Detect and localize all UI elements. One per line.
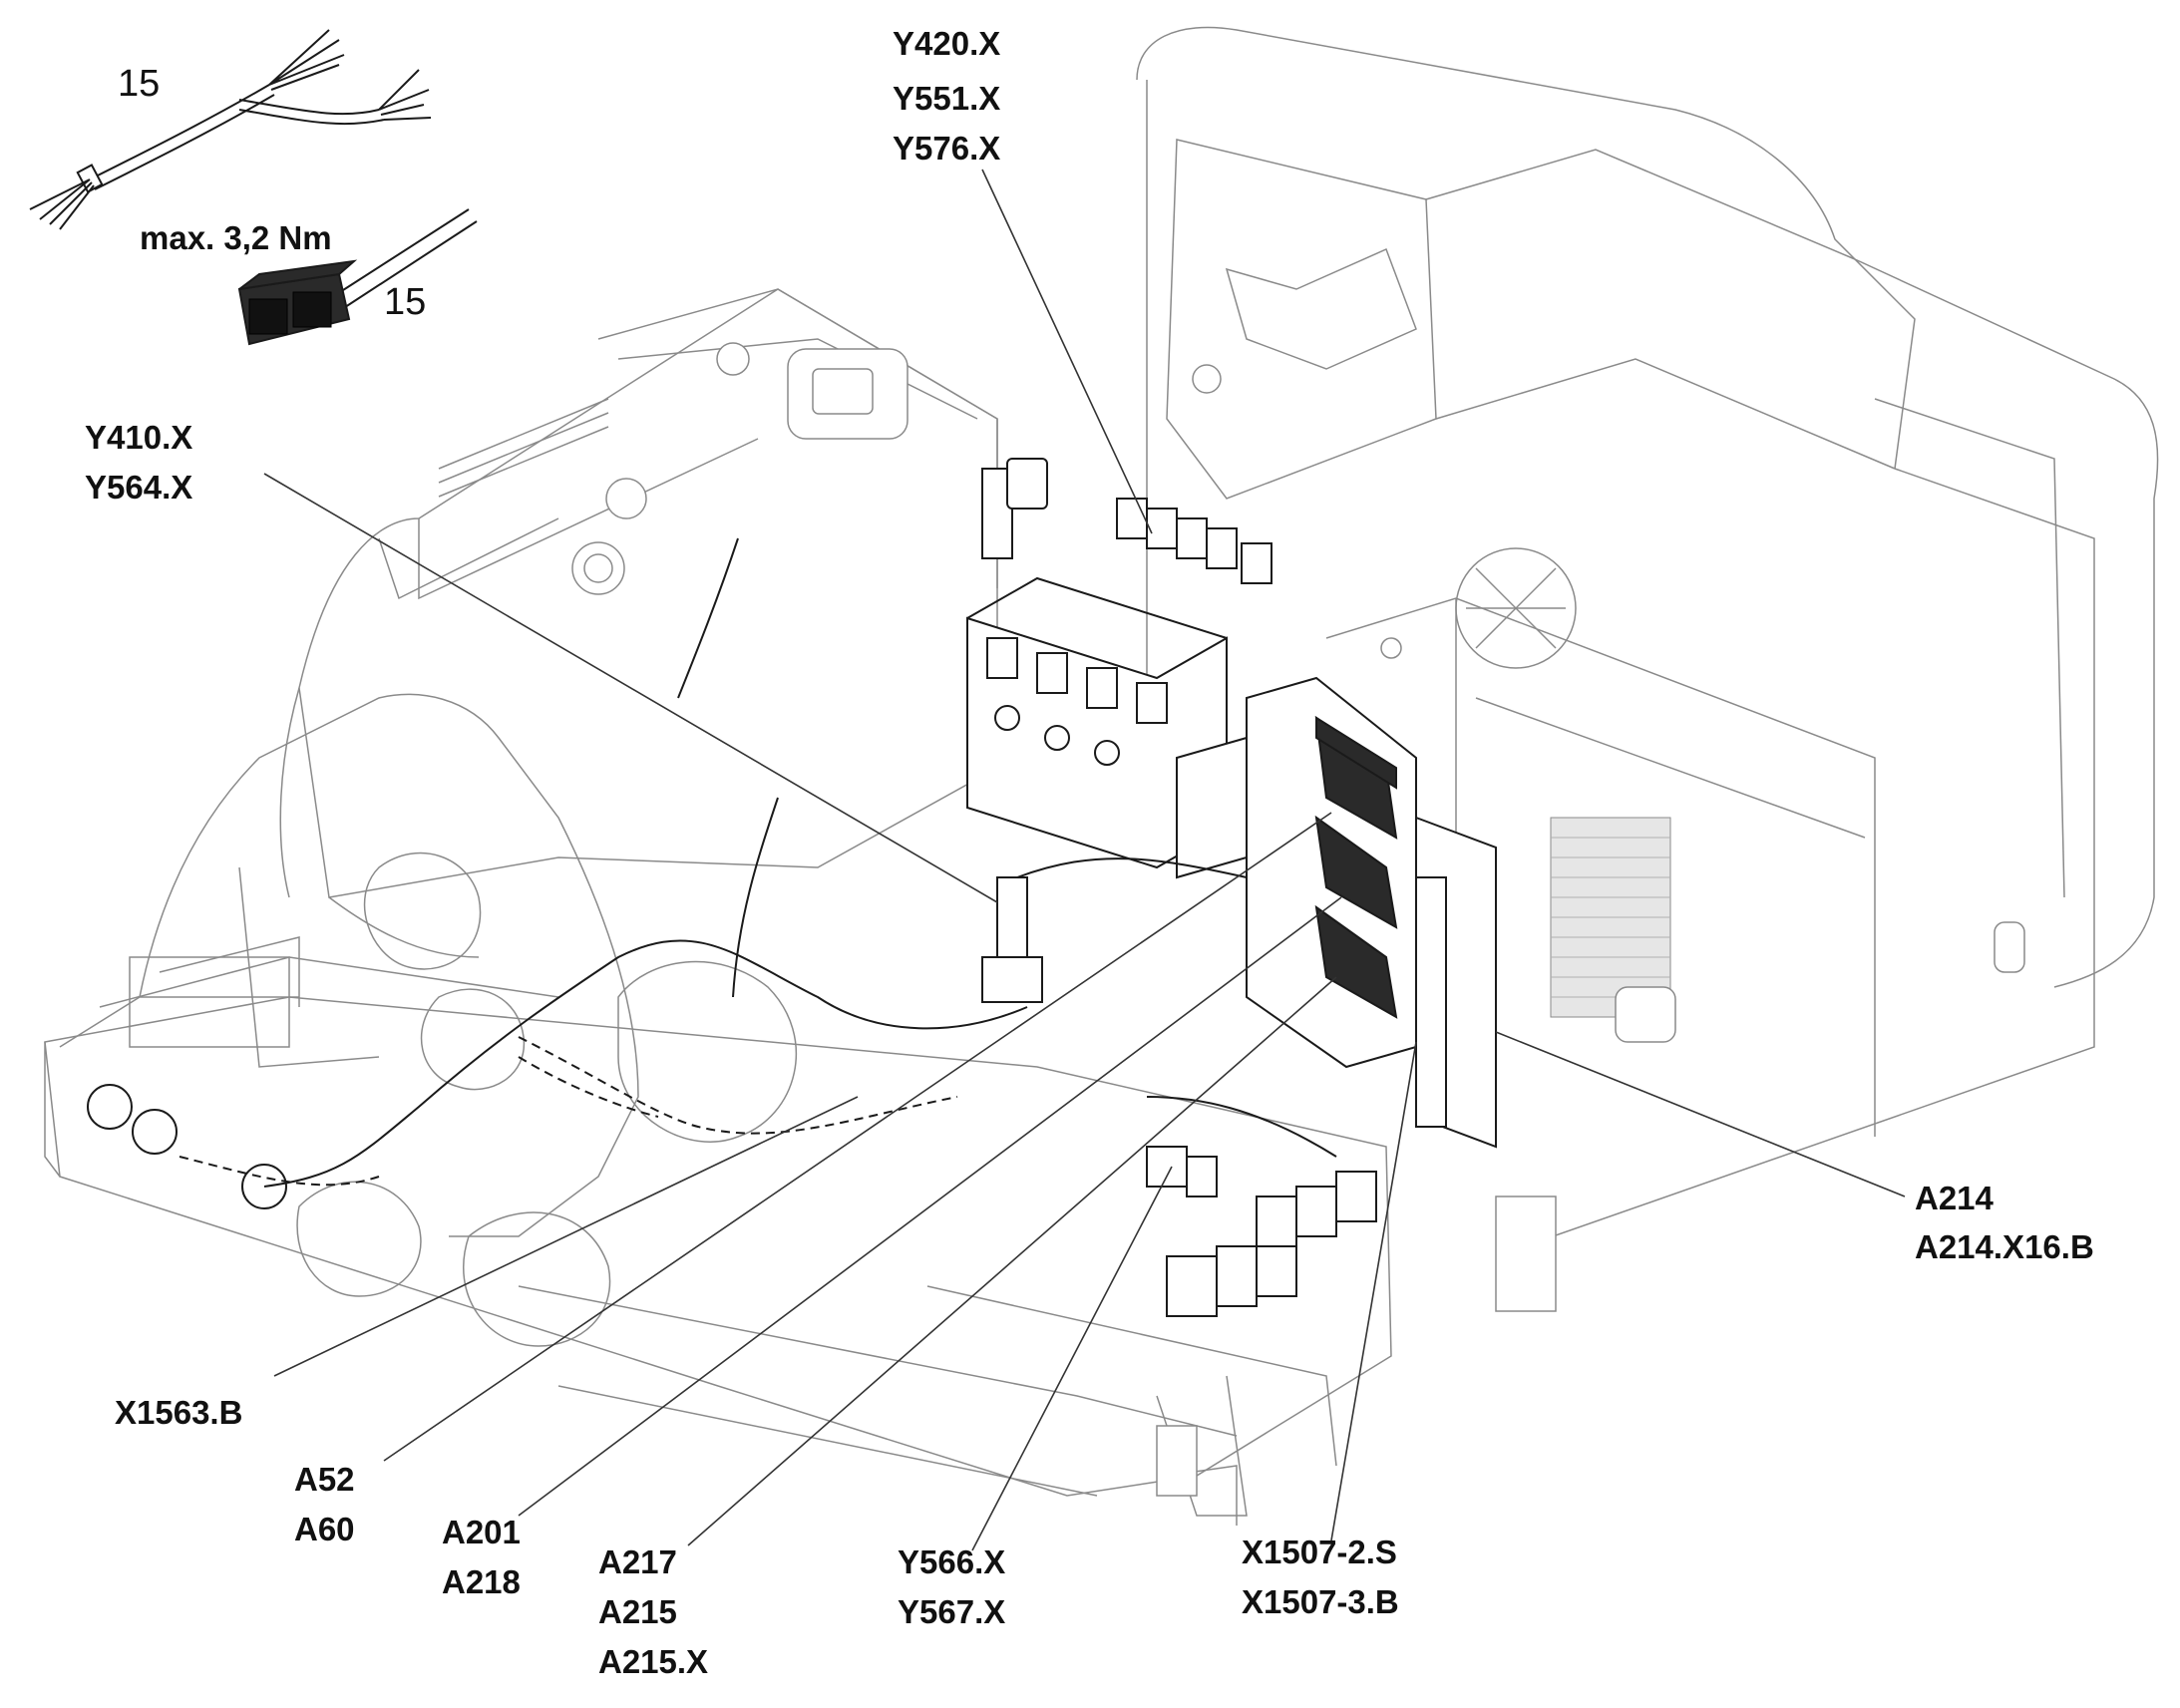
hood-vents — [438, 398, 609, 498]
callout-label: A214 — [1915, 1180, 1995, 1216]
callout-label: Y576.X — [893, 130, 1000, 167]
leader-line — [1495, 1031, 1906, 1197]
y410-solenoid — [996, 876, 1028, 958]
callout-label: A217 — [598, 1543, 677, 1580]
connector-icon — [237, 208, 478, 346]
callout-y420-group: Y420.X Y551.X Y576.X — [893, 25, 1153, 534]
machine-frame — [44, 26, 2159, 1526]
callout-y410-group: Y410.X Y564.X — [85, 419, 998, 903]
oil-cap-icon — [605, 478, 647, 519]
control-valve-block — [966, 576, 1248, 879]
leader-line — [687, 976, 1337, 1546]
leader-line — [981, 169, 1153, 534]
callout-label: X1507-3.B — [1242, 1583, 1399, 1620]
callout-label: A201 — [442, 1514, 521, 1550]
callout-label: A52 — [294, 1461, 355, 1498]
leader-line — [383, 812, 1332, 1462]
torque-label: max. 3,2 Nm — [140, 219, 332, 256]
callout-label: X1507-2.S — [1242, 1534, 1397, 1570]
leader-line — [518, 896, 1342, 1517]
fuse-strip — [1415, 876, 1447, 1128]
mount-bracket — [1495, 1196, 1557, 1312]
callout-label: Y551.X — [893, 80, 1000, 117]
leader-line — [971, 1166, 1173, 1551]
cable-detail — [29, 29, 478, 346]
fan-icon — [1455, 547, 1577, 669]
callout-label: Y567.X — [898, 1593, 1005, 1630]
leader-line — [1330, 1041, 1417, 1541]
electrical-components — [87, 458, 1497, 1317]
leader-line — [263, 473, 998, 903]
boom-pin-hole — [363, 852, 482, 970]
callout-label: Y420.X — [893, 25, 1000, 62]
callout-label: A218 — [442, 1563, 521, 1600]
callout-a214-group: A214 A214.X16.B — [1495, 1031, 2094, 1265]
callout-a217-group: A217 A215 A215.X — [598, 976, 1337, 1680]
leader-line — [273, 1096, 859, 1377]
callout-label: Y566.X — [898, 1543, 1005, 1580]
callout-label: A215.X — [598, 1643, 708, 1680]
starter-motor — [1615, 986, 1676, 1043]
callout-label: Y564.X — [85, 469, 192, 506]
ecu-panel — [1246, 676, 1497, 1149]
y566-connector — [1146, 1146, 1218, 1197]
solenoid-stack — [981, 458, 1272, 584]
callout-label: A60 — [294, 1511, 355, 1547]
wire-number-top: 15 — [118, 63, 160, 105]
callout-label: A214.X16.B — [1915, 1228, 2094, 1265]
callout-y566-group: Y566.X Y567.X — [898, 1166, 1173, 1630]
callout-label: X1563.B — [115, 1394, 242, 1431]
callout-x1507-group: X1507-2.S X1507-3.B — [1242, 1041, 1417, 1620]
terminal-block — [1166, 1171, 1377, 1317]
wire-number-connector: 15 — [384, 281, 426, 323]
callout-a201-group: A201 A218 — [442, 896, 1342, 1600]
callout-x1563: X1563.B — [115, 1096, 859, 1431]
work-lamp-icon — [87, 1084, 133, 1130]
radiator-mesh — [1550, 817, 1671, 1018]
callout-label: Y410.X — [85, 419, 192, 456]
callout-a52-group: A52 A60 — [294, 812, 1332, 1547]
callout-label: A215 — [598, 1593, 677, 1630]
